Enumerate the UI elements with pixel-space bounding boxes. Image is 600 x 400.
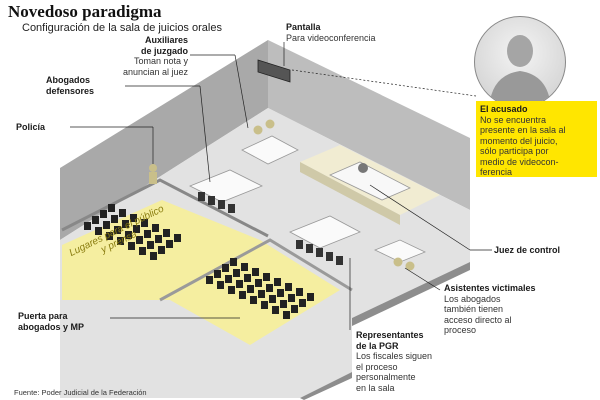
public-seat bbox=[128, 242, 135, 250]
public-seat bbox=[266, 284, 273, 292]
public-seat bbox=[217, 281, 224, 289]
public-seat bbox=[122, 220, 129, 228]
leader-lines bbox=[70, 42, 492, 330]
public-seat bbox=[252, 268, 259, 276]
public-seat bbox=[130, 214, 137, 222]
acusado-highlight bbox=[476, 101, 597, 177]
public-seat bbox=[206, 276, 213, 284]
public-seat bbox=[299, 299, 306, 307]
public-seat bbox=[174, 234, 181, 242]
public-seat bbox=[247, 285, 254, 293]
public-seat bbox=[158, 246, 165, 254]
judge-desk bbox=[329, 161, 411, 201]
public-seat bbox=[117, 237, 124, 245]
public-seat bbox=[263, 273, 270, 281]
public-seat bbox=[255, 279, 262, 287]
page-title: Novedoso paradigma bbox=[8, 2, 162, 21]
public-seat bbox=[119, 209, 126, 217]
label-pantalla: Pantalla Para videoconferencia bbox=[286, 22, 376, 43]
public-seat bbox=[155, 235, 162, 243]
public-seat bbox=[285, 283, 292, 291]
acusado-portrait bbox=[474, 16, 566, 108]
public-seat bbox=[141, 219, 148, 227]
public-seat bbox=[274, 278, 281, 286]
public-seat bbox=[133, 225, 140, 233]
public-seat bbox=[106, 232, 113, 240]
police-figure bbox=[149, 164, 157, 172]
public-seat bbox=[261, 301, 268, 309]
public-seat bbox=[100, 210, 107, 218]
public-seat bbox=[230, 258, 237, 266]
screen-icon bbox=[257, 59, 291, 83]
public-seat bbox=[228, 286, 235, 294]
public-seat bbox=[258, 290, 265, 298]
back-wall-left bbox=[60, 40, 268, 240]
label-puerta: Puerta para abogados y MP bbox=[18, 311, 85, 332]
public-seat bbox=[307, 293, 314, 301]
public-seat bbox=[214, 270, 221, 278]
public-seat bbox=[225, 275, 232, 283]
public-seat bbox=[291, 305, 298, 313]
page-subtitle: Configuración de la sala de juicios oral… bbox=[22, 22, 222, 34]
victimas-desk bbox=[374, 239, 426, 263]
right-wall-edge bbox=[352, 262, 470, 326]
public-seat bbox=[144, 230, 151, 238]
label-auxiliares: Auxiliares de juzgado Toman nota y anunc… bbox=[122, 35, 188, 77]
public-seat bbox=[236, 280, 243, 288]
label-asistentes: Asistentes victimales Los abogados tambi… bbox=[444, 283, 536, 335]
public-seat bbox=[150, 252, 157, 260]
public-seat bbox=[244, 274, 251, 282]
label-juez: Juez de control bbox=[494, 245, 561, 255]
public-seat bbox=[114, 226, 121, 234]
public-seat bbox=[272, 306, 279, 314]
public-seat bbox=[152, 224, 159, 232]
label-representantes: Representantes de la PGR Los fiscales si… bbox=[356, 330, 433, 393]
public-seat bbox=[222, 264, 229, 272]
judge-figure bbox=[358, 163, 368, 173]
public-seat bbox=[147, 241, 154, 249]
public-seat bbox=[241, 263, 248, 271]
public-seat bbox=[163, 229, 170, 237]
public-seat bbox=[280, 300, 287, 308]
public-seat bbox=[108, 204, 115, 212]
pgr-desk bbox=[289, 215, 361, 249]
public-seat bbox=[277, 289, 284, 297]
public-seat bbox=[239, 291, 246, 299]
label-acusado: El acusado No se encuentra presente en l… bbox=[480, 104, 566, 177]
public-seat bbox=[283, 311, 290, 319]
back-wall-right bbox=[268, 40, 470, 210]
source-note: Fuente: Poder Judicial de la Federación bbox=[14, 388, 147, 397]
public-seat bbox=[111, 215, 118, 223]
label-abogados: Abogados defensores bbox=[46, 75, 95, 96]
defensores-chairs bbox=[198, 192, 235, 213]
public-seat bbox=[136, 236, 143, 244]
public-seat bbox=[250, 296, 257, 304]
public-seat bbox=[288, 294, 295, 302]
public-seat bbox=[233, 269, 240, 277]
public-seats-2 bbox=[206, 258, 314, 319]
public-seat bbox=[139, 247, 146, 255]
public-seat bbox=[95, 227, 102, 235]
label-policia: Policía bbox=[16, 122, 46, 132]
public-seat bbox=[296, 288, 303, 296]
public-seat bbox=[166, 240, 173, 248]
auxiliares-desk bbox=[241, 135, 299, 165]
public-seat bbox=[103, 221, 110, 229]
public-seat bbox=[125, 231, 132, 239]
public-seat bbox=[269, 295, 276, 303]
public-seat bbox=[84, 222, 91, 230]
public-seats-1 bbox=[84, 204, 181, 260]
public-seat bbox=[92, 216, 99, 224]
